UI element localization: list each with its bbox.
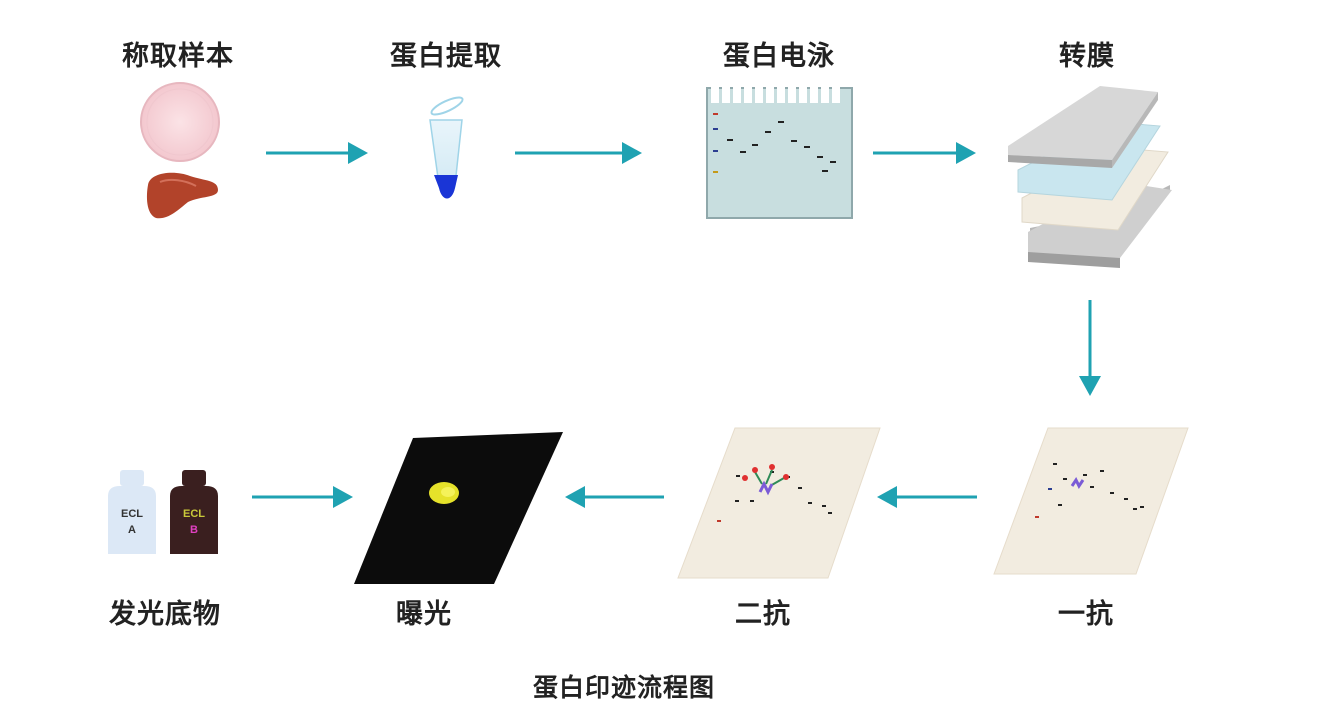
film-icon [354,432,563,584]
arrow-5 [877,486,977,508]
step-label-secondary-antibody: 二抗 [735,599,791,630]
transfer-stack-icon [1008,86,1172,268]
arrow-4-down [1079,300,1101,396]
figure-caption: 蛋白印迹流程图 [532,673,716,702]
liver-icon [146,172,218,219]
gel-icon [706,87,853,219]
ecl-a-label: ECL [121,508,143,520]
petri-dish-icon [140,82,220,162]
step-label-exposure: 曝光 [396,599,452,630]
tube-icon [429,96,464,199]
secondary-membrane-icon [677,427,881,579]
step-label-electrophoresis: 蛋白电泳 [723,41,835,72]
ecl-bottle-b-icon [170,470,218,554]
ecl-b-sub: B [190,524,198,536]
arrow-7 [252,486,353,508]
step-label-transfer: 转膜 [1059,41,1115,72]
ecl-a-sub: A [128,524,136,536]
step-label-primary-antibody: 一抗 [1058,599,1114,630]
primary-membrane-icon [993,427,1189,575]
step-label-weigh-sample: 称取样本 [122,41,234,72]
arrow-6 [565,486,664,508]
step-label-substrate: 发光底物 [109,599,221,630]
ecl-bottle-a-icon [108,470,156,554]
ecl-b-label: ECL [183,508,205,520]
step-label-protein-extraction: 蛋白提取 [390,41,502,72]
arrow-3 [873,142,976,164]
arrow-2 [515,142,642,164]
arrow-1 [266,142,368,164]
